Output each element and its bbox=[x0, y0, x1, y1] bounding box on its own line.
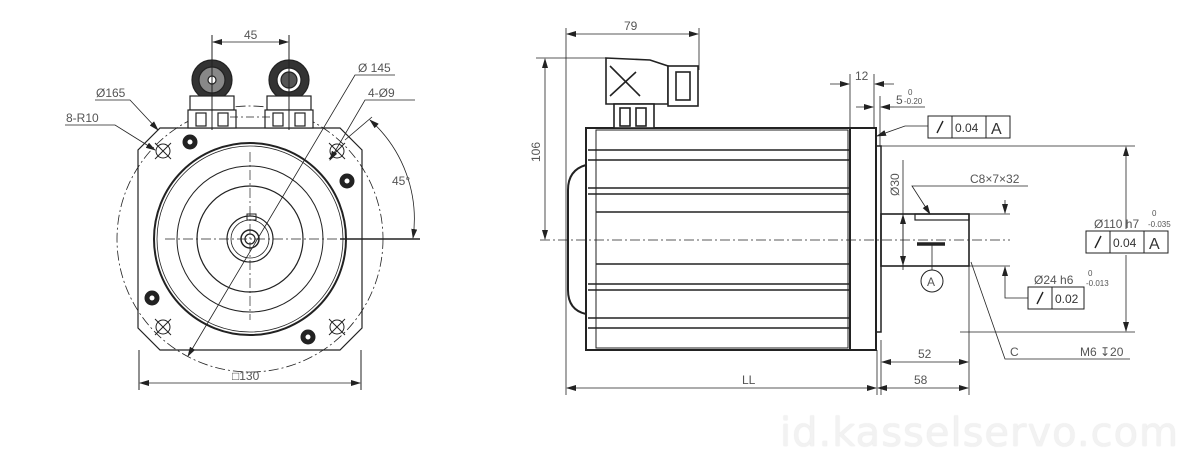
shaft-tol-upper: 0 bbox=[1088, 269, 1093, 278]
fcf-flange-value: 0.04 bbox=[955, 121, 979, 135]
dim-mount-holes: 4-Ø9 bbox=[368, 86, 395, 100]
tol-lower: -0.20 bbox=[904, 97, 923, 106]
dim-pilot-dia: Ø110 h7 bbox=[1094, 217, 1139, 231]
chamfer-label: C bbox=[1010, 345, 1019, 359]
dim-shaft-length: 58 bbox=[914, 373, 928, 387]
front-view bbox=[65, 35, 420, 390]
dim-flange-thickness: 12 bbox=[855, 69, 869, 83]
tapped-hole-label: M6 ↧20 bbox=[1080, 345, 1124, 359]
dim-body-length: LL bbox=[742, 373, 756, 387]
fcf-pilot-value: 0.04 bbox=[1113, 236, 1137, 250]
datum-label: A bbox=[927, 275, 935, 289]
fcf-shaft bbox=[1027, 286, 1085, 310]
dim-bolt-circle: Ø 145 bbox=[358, 61, 391, 75]
fcf-flange-datum: A bbox=[991, 121, 1002, 138]
side-view bbox=[536, 28, 1169, 395]
dim-key-length: 52 bbox=[918, 347, 932, 361]
pilot-tol-upper: 0 bbox=[1152, 209, 1157, 218]
dim-key: C8×7×32 bbox=[970, 172, 1020, 186]
dim-shoulder-dia: Ø30 bbox=[888, 173, 902, 196]
dim-pilot-depth: 5 bbox=[896, 93, 903, 107]
dim-angle: 45° bbox=[392, 174, 410, 188]
dim-connector-spacing: 45 bbox=[244, 28, 258, 42]
fcf-pilot-datum: A bbox=[1149, 236, 1160, 253]
dim-shaft-dia: Ø24 h6 bbox=[1034, 273, 1074, 287]
fcf-shaft-value: 0.02 bbox=[1055, 292, 1079, 306]
motor-body bbox=[585, 127, 851, 351]
front-view-labels: 45 Ø165 8-R10 Ø 145 4-Ø9 45° □130 bbox=[66, 28, 410, 383]
pilot-tol-lower: -0.035 bbox=[1148, 220, 1171, 229]
connector-side bbox=[605, 57, 699, 129]
side-view-labels: 79 106 12 5 0 -0.20 Ø30 C8×7×32 Ø110 h7 … bbox=[529, 19, 1171, 387]
dim-square-size: □130 bbox=[232, 369, 260, 383]
dim-connector-height: 106 bbox=[529, 142, 543, 162]
dim-connector-length: 79 bbox=[624, 19, 638, 33]
fcf-flange bbox=[927, 115, 1011, 139]
flange-outline bbox=[137, 127, 363, 351]
flange-side bbox=[849, 127, 877, 351]
dim-flange-diag: Ø165 bbox=[96, 86, 126, 100]
watermark: id.kasselservo.com bbox=[780, 410, 1180, 456]
fcf-pilot bbox=[1085, 230, 1169, 254]
shaft-tol-lower: -0.013 bbox=[1086, 279, 1109, 288]
dim-corner-radius: 8-R10 bbox=[66, 111, 99, 125]
tol-upper: 0 bbox=[908, 88, 913, 97]
screws bbox=[144, 134, 355, 345]
